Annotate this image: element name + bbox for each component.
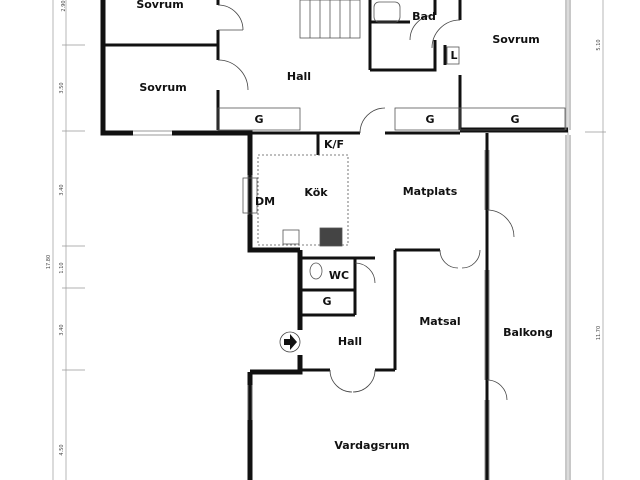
dim-left-total: 17.80 [46,255,52,269]
room-balkong: Balkong [503,326,553,339]
dim-left-1: 2.90 [61,0,67,11]
room-dm: DM [255,195,275,208]
room-hall-lower: Hall [338,335,362,348]
dim-left-3: 3.40 [59,184,65,195]
closet-4: G [322,295,331,308]
room-wc: WC [329,269,349,282]
room-sovrum-1: Sovrum [136,0,183,11]
dim-left-2: 3.50 [59,82,65,93]
room-hall-upper: Hall [287,70,311,83]
windows [133,0,571,480]
room-sovrum-2: Sovrum [139,81,186,94]
dim-left-4: 1.10 [59,262,65,273]
room-sovrum-3: Sovrum [492,33,539,46]
room-matsal: Matsal [419,315,460,328]
room-matplats: Matplats [403,185,458,198]
room-vardagsrum: Vardagsrum [334,439,409,452]
room-kf: K/F [324,138,344,151]
room-bad: Bad [412,10,436,23]
fixtures [217,0,566,280]
dim-right-lower: 11.70 [596,326,602,340]
dim-left-5: 3.40 [59,324,65,335]
entrance-arrow-icon [279,331,301,353]
dim-left-6: 4.50 [59,444,65,455]
closet-1: G [254,113,263,126]
dim-right-upper: 5.10 [596,39,602,50]
closet-2: G [425,113,434,126]
dimension-labels: 2.90 3.50 3.40 1.10 3.40 4.50 17.80 5.10… [46,0,602,455]
room-laundry: L [450,49,457,62]
room-kok: Kök [304,186,328,199]
doors [217,4,515,401]
dimension-lines [52,0,606,480]
closet-3: G [510,113,519,126]
